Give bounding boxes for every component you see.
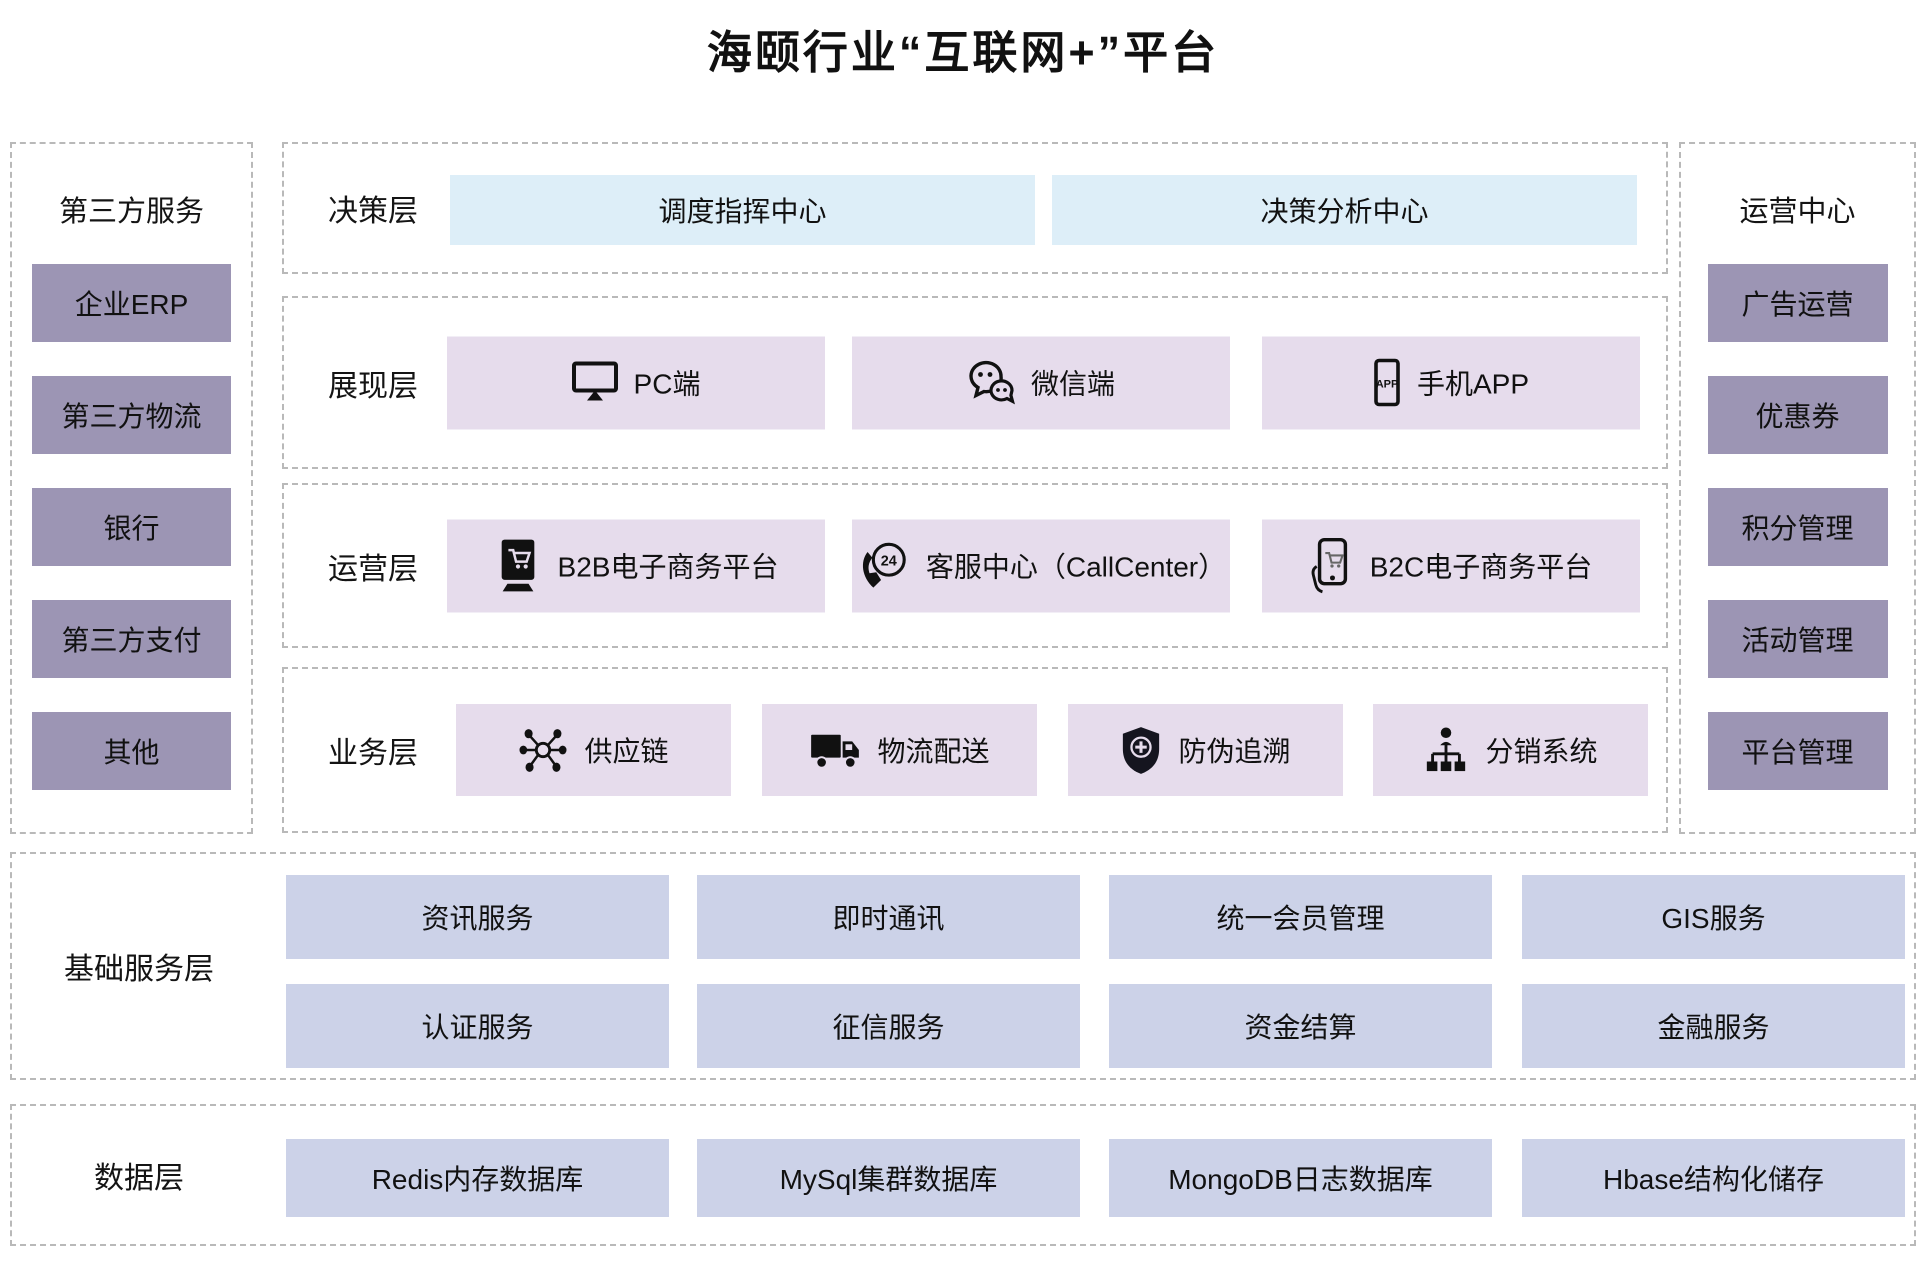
operation-layer-row: 运营层 B2B电子商务平台 24 客服中心（ — [282, 483, 1668, 648]
service-node: GIS服务 — [1522, 875, 1905, 959]
node-label: 资金结算 — [1244, 1012, 1357, 1043]
anti-fake-shield-icon — [1120, 725, 1162, 775]
node-label: 决策分析中心 — [1260, 196, 1429, 227]
base-service-layer-band: 基础服务层 资讯服务 即时通讯 统一会员管理 GIS服务 认证服务 征信服务 资… — [10, 852, 1916, 1080]
node-label: 供应链 — [584, 736, 669, 767]
service-node: 金融服务 — [1522, 984, 1905, 1068]
service-node: 即时通讯 — [697, 875, 1080, 959]
operation-center-item: 积分管理 — [1707, 488, 1888, 566]
node-label: 金融服务 — [1657, 1012, 1770, 1043]
service-node: 统一会员管理 — [1109, 875, 1492, 959]
mobile-app-icon: APP — [1373, 358, 1401, 407]
node-label: Redis内存数据库 — [371, 1164, 584, 1195]
database-node: MySql集群数据库 — [697, 1139, 1080, 1217]
node-label: 征信服务 — [832, 1012, 945, 1043]
service-node: 资讯服务 — [286, 875, 669, 959]
logistics-truck-icon — [809, 729, 861, 771]
node-label: Hbase结构化储存 — [1603, 1164, 1824, 1195]
operation-center-panel: 运营中心 广告运营 优惠券 积分管理 活动管理 平台管理 — [1679, 142, 1916, 834]
node-label: GIS服务 — [1661, 903, 1766, 934]
node-label: B2C电子商务平台 — [1369, 551, 1593, 583]
supply-chain-network-icon — [518, 726, 568, 774]
presentation-layer-label: 展现层 — [328, 369, 418, 403]
presentation-layer-row: 展现层 PC端 微信端 — [282, 296, 1668, 469]
node-label: MySql集群数据库 — [779, 1164, 998, 1195]
operation-center-item: 广告运营 — [1707, 264, 1888, 342]
database-node: MongoDB日志数据库 — [1109, 1139, 1492, 1217]
database-node: Redis内存数据库 — [286, 1139, 669, 1217]
node-label: 即时通讯 — [832, 903, 945, 934]
page-title: 海颐行业“互联网+”平台 — [706, 27, 1220, 78]
node-label: 调度指挥中心 — [658, 196, 827, 227]
b2c-hand-phone-cart-icon — [1310, 537, 1354, 594]
node-label: 手机APP — [1416, 368, 1530, 400]
callcenter-24-phone-icon: 24 — [856, 539, 910, 593]
service-node: 认证服务 — [286, 984, 669, 1068]
node-label: 资讯服务 — [421, 903, 534, 934]
node-label: 认证服务 — [421, 1012, 534, 1043]
decision-layer-row: 决策层 调度指挥中心 决策分析中心 — [282, 142, 1668, 274]
data-layer-label: 数据层 — [94, 1162, 184, 1195]
data-layer-band: 数据层 Redis内存数据库 MySql集群数据库 MongoDB日志数据库 H… — [10, 1104, 1916, 1246]
third-party-panel-title: 第三方服务 — [58, 196, 204, 228]
operation-center-item: 优惠券 — [1707, 376, 1888, 454]
wechat-client-node: 微信端 — [852, 336, 1230, 429]
third-party-panel: 第三方服务 企业ERP 第三方物流 银行 第三方支付 其他 — [10, 142, 253, 834]
operation-center-panel-title: 运营中心 — [1739, 196, 1856, 228]
third-party-item: 银行 — [32, 488, 231, 566]
pc-client-node: PC端 — [447, 336, 825, 429]
third-party-item: 企业ERP — [32, 264, 231, 342]
node-label: 微信端 — [1030, 368, 1115, 400]
node-label: 防伪追溯 — [1178, 736, 1291, 767]
monitor-icon — [571, 361, 618, 404]
base-service-layer-label: 基础服务层 — [64, 953, 214, 986]
dispatch-command-center-node: 调度指挥中心 — [450, 175, 1035, 245]
mobile-app-node: APP 手机APP — [1262, 336, 1640, 429]
service-node: 征信服务 — [697, 984, 1080, 1068]
node-label: PC端 — [633, 368, 701, 400]
third-party-item: 第三方物流 — [32, 376, 231, 454]
service-node: 资金结算 — [1109, 984, 1492, 1068]
operation-layer-label: 运营层 — [328, 552, 418, 586]
operation-center-item: 活动管理 — [1707, 600, 1888, 678]
business-layer-label: 业务层 — [328, 737, 418, 770]
logistics-node: 物流配送 — [762, 704, 1037, 796]
node-label: 统一会员管理 — [1216, 903, 1385, 934]
wechat-icon — [967, 360, 1015, 406]
business-layer-row: 业务层 供应链 — [282, 667, 1668, 833]
anti-counterfeit-node: 防伪追溯 — [1068, 704, 1343, 796]
svg-text:APP: APP — [1376, 379, 1399, 391]
database-node: Hbase结构化储存 — [1522, 1139, 1905, 1217]
operation-center-item: 平台管理 — [1707, 712, 1888, 790]
svg-text:24: 24 — [881, 554, 897, 570]
node-label: 客服中心（CallCenter） — [925, 551, 1227, 583]
third-party-item: 第三方支付 — [32, 600, 231, 678]
decision-layer-label: 决策层 — [328, 195, 418, 228]
b2b-ecommerce-node: B2B电子商务平台 — [447, 519, 825, 612]
supply-chain-node: 供应链 — [456, 704, 731, 796]
node-label: B2B电子商务平台 — [557, 551, 779, 583]
decision-analysis-center-node: 决策分析中心 — [1052, 175, 1637, 245]
third-party-item: 其他 — [32, 712, 231, 790]
node-label: 分销系统 — [1485, 736, 1598, 767]
b2c-ecommerce-node: B2C电子商务平台 — [1262, 519, 1640, 612]
node-label: 物流配送 — [877, 736, 990, 767]
node-label: MongoDB日志数据库 — [1168, 1164, 1433, 1195]
b2b-kiosk-cart-icon — [494, 538, 542, 594]
callcenter-node: 24 客服中心（CallCenter） — [852, 519, 1230, 612]
distribution-node: 分销系统 — [1373, 704, 1648, 796]
distribution-tree-icon — [1423, 726, 1469, 774]
